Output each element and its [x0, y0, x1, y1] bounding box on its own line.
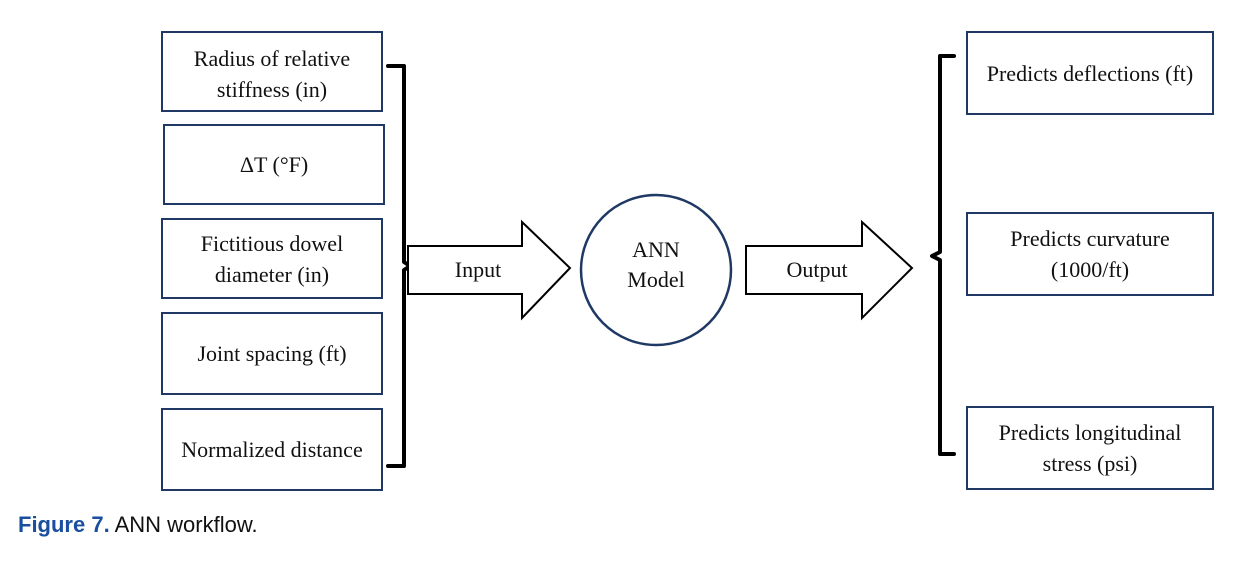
output-bracket: [930, 54, 956, 456]
input-box-label: Joint spacing (ft): [197, 341, 347, 366]
input-box-delta-t: ΔT (°F): [163, 124, 385, 205]
input-box-label: Fictitious dowel diameter (in): [200, 230, 344, 287]
ann-model-label: ANN Model: [627, 237, 685, 292]
output-box-predicts-curvature: Predicts curvature (1000/ft): [966, 212, 1214, 296]
input-box-label: Radius of relative stiffness (in): [193, 46, 351, 102]
input-box-normalized-distance: Normalized distance: [161, 408, 383, 491]
output-box-label: Predicts longitudinal stress (psi): [998, 420, 1182, 476]
input-box-label: ΔT (°F): [239, 152, 309, 177]
input-arrow: [407, 219, 572, 321]
input-box-joint-spacing: Joint spacing (ft): [161, 312, 383, 395]
ann-model-circle: [579, 193, 733, 347]
output-arrow: [745, 219, 914, 321]
figure-caption: Figure 7. ANN workflow.: [18, 512, 258, 538]
output-box-label: Predicts deflections (ft): [986, 60, 1194, 86]
figure-caption-text: ANN workflow.: [114, 512, 258, 537]
input-bracket: [386, 64, 412, 468]
output-arrow-label: Output: [786, 257, 848, 282]
output-box-predicts-deflections: Predicts deflections (ft): [966, 31, 1214, 115]
input-box-radius-of-relative-stiffness: Radius of relative stiffness (in): [161, 31, 383, 112]
output-box-predicts-longitudinal-stress: Predicts longitudinal stress (psi): [966, 406, 1214, 490]
input-box-fictitious-dowel-diameter: Fictitious dowel diameter (in): [161, 218, 383, 299]
output-box-label: Predicts curvature (1000/ft): [1010, 226, 1170, 282]
figure-number: Figure 7.: [18, 512, 110, 537]
input-arrow-label: Input: [454, 257, 502, 282]
input-box-label: Normalized distance: [181, 437, 363, 462]
